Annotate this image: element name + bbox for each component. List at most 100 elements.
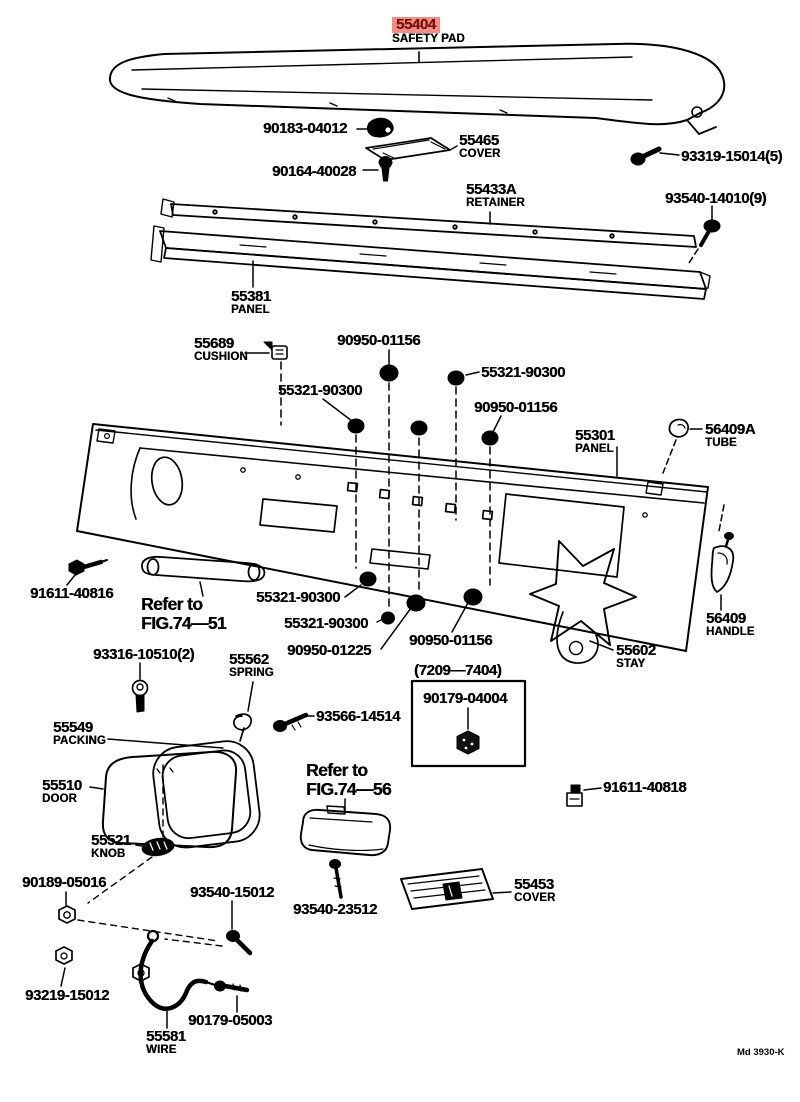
part-number: 55562 <box>229 651 269 668</box>
part-name: PANEL <box>575 443 614 456</box>
part-number: 55581 <box>146 1028 186 1045</box>
label-grommet-55321-90300-a: 55321-90300 <box>481 364 566 381</box>
part-number: (7209—7404) <box>414 662 502 679</box>
door-shape-55510 <box>89 750 238 849</box>
screw-shape-93540-14010 <box>688 205 721 264</box>
label-bolt-93566-14514: 93566-14514 <box>316 708 401 725</box>
panel-strip-shape-55381 <box>150 225 711 300</box>
part-number: 55465 <box>459 132 499 149</box>
spring-shape-55562 <box>233 681 254 742</box>
label-grommet-90950-01156-a: 90950-01156 <box>337 332 421 349</box>
safety-pad-shape <box>108 42 726 135</box>
screw-shape-93316 <box>131 662 149 713</box>
stay-shape-55602 <box>529 540 637 664</box>
part-name: STAY <box>616 658 646 671</box>
part-number: 55404 <box>392 17 440 34</box>
part-number: 55381 <box>231 288 271 305</box>
label-screw-90164-40028: 90164-40028 <box>272 164 356 180</box>
part-number: 55549 <box>53 719 93 736</box>
part-number: 55301 <box>575 427 615 444</box>
clip-shape-91611-40818 <box>566 784 602 807</box>
part-number: 90950-01156 <box>474 399 558 416</box>
part-number: 90950-01156 <box>337 332 421 349</box>
part-name: SPRING <box>229 667 274 680</box>
part-number: 55321-90300 <box>284 615 369 632</box>
part-number: 55321-90300 <box>256 589 341 606</box>
label-clip-90183-04012: 90183-04012 <box>263 121 347 137</box>
part-number: 55602 <box>616 642 656 659</box>
part-name: TUBE <box>705 437 737 450</box>
page-code: Md 3930-K <box>737 1047 785 1058</box>
label-grommet-90950-01156-b: 90950-01156 <box>474 399 558 416</box>
packing-leader <box>107 738 224 749</box>
screw-shape-93319 <box>630 146 680 166</box>
part-number: 93316-10510(2) <box>93 646 195 663</box>
part-number: 55689 <box>194 335 234 352</box>
part-name: HANDLE <box>706 626 755 639</box>
label-screw-93316-10510: 93316-10510(2) <box>93 646 195 663</box>
part-number: 93540-14010(9) <box>665 190 767 207</box>
retainer-shape-55433a <box>160 198 697 248</box>
knob-shape-55521 <box>87 837 175 904</box>
part-number: Refer to <box>306 760 368 780</box>
part-name: KNOB <box>91 848 126 861</box>
part-name: PANEL <box>231 304 270 317</box>
part-number: 90179-04004 <box>423 690 508 707</box>
part-number: 55321-90300 <box>481 364 566 381</box>
part-number: 55433A <box>466 181 517 198</box>
label-grommet-55321-90300-b: 55321-90300 <box>278 383 362 399</box>
part-number: 55521 <box>91 832 131 849</box>
part-number: 56409 <box>706 610 746 627</box>
cushion-clip-shape-55689 <box>244 341 288 360</box>
label-grommet-90950-01156-c: 90950-01156 <box>409 632 493 649</box>
part-number: 55510 <box>42 777 82 794</box>
label-screw-93540-14010: 93540-14010(9) <box>665 190 767 207</box>
label-nut-90189-05016: 90189-05016 <box>22 874 107 891</box>
label-screw-90179-05003: 90179-05003 <box>188 1013 272 1029</box>
part-number: 93540-15012 <box>190 884 275 901</box>
part-number: 90950-01156 <box>409 632 493 649</box>
part-number: 91611-40818 <box>603 779 687 796</box>
screw-shape-90164 <box>362 156 393 182</box>
part-number: 90189-05016 <box>22 874 107 891</box>
lower-grommets <box>344 571 483 650</box>
cover-shape-55465 <box>365 137 458 161</box>
tube-shape-56409a <box>662 418 703 474</box>
label-screw-91611-40816: 91611-40816 <box>30 585 114 602</box>
screw-shape-93540-15012 <box>164 900 253 956</box>
label-nut-90179-04004: 90179-04004 <box>423 690 508 707</box>
label-grommet-90950-01225: 90950-01225 <box>287 643 371 659</box>
main-panel-shape-55301 <box>76 423 709 652</box>
part-name: CUSHION <box>194 351 248 364</box>
screw-shape-91611-40816 <box>66 559 108 586</box>
part-number: 93319-15014(5) <box>681 148 783 165</box>
part-number: 56409A <box>705 421 756 438</box>
part-name: FIG.74—56 <box>306 778 392 799</box>
part-number: 93566-14514 <box>316 708 401 725</box>
applicability-box <box>410 679 527 768</box>
part-number: 91611-40816 <box>30 585 114 602</box>
part-number: 93540-23512 <box>293 901 378 918</box>
label-screw-93540-23512: 93540-23512 <box>293 901 378 918</box>
small-door-shape <box>299 798 392 857</box>
part-number: Refer to <box>141 594 203 614</box>
part-name: COVER <box>514 892 556 905</box>
part-name: COVER <box>459 148 501 161</box>
grab-handle-shape <box>141 555 266 597</box>
part-number: 93219-15012 <box>25 987 110 1004</box>
